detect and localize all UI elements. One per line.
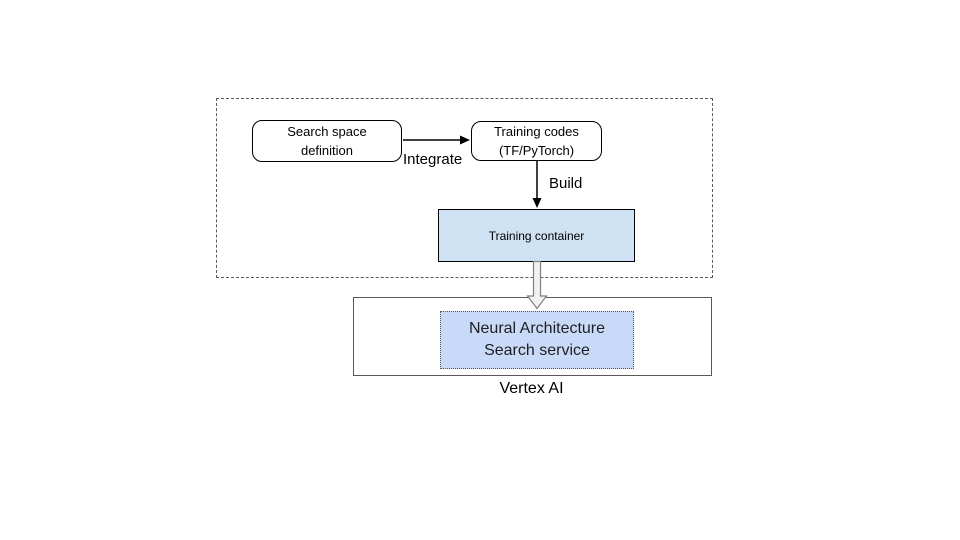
training-codes-label-line2: (TF/PyTorch) xyxy=(498,143,575,158)
nas-service-node: Neural Architecture Search service xyxy=(440,311,634,369)
training-workflow-group xyxy=(216,98,713,278)
training-codes-node: Training codes (TF/PyTorch) xyxy=(471,121,602,161)
integrate-edge-label: Integrate xyxy=(403,151,463,168)
nas-service-label-line2: Search service xyxy=(484,342,590,359)
vertex-ai-caption: Vertex AI xyxy=(499,380,564,397)
training-container-node: Training container xyxy=(438,209,635,262)
build-edge-label: Build xyxy=(549,175,583,192)
search-space-definition-node: Search space definition xyxy=(252,120,402,162)
nas-service-label-line1: Neural Architecture xyxy=(468,320,606,337)
training-codes-label-line1: Training codes xyxy=(494,124,579,139)
search-space-label-line2: definition xyxy=(300,143,354,158)
search-space-label-line1: Search space xyxy=(287,124,367,139)
training-container-label: Training container xyxy=(488,228,585,243)
